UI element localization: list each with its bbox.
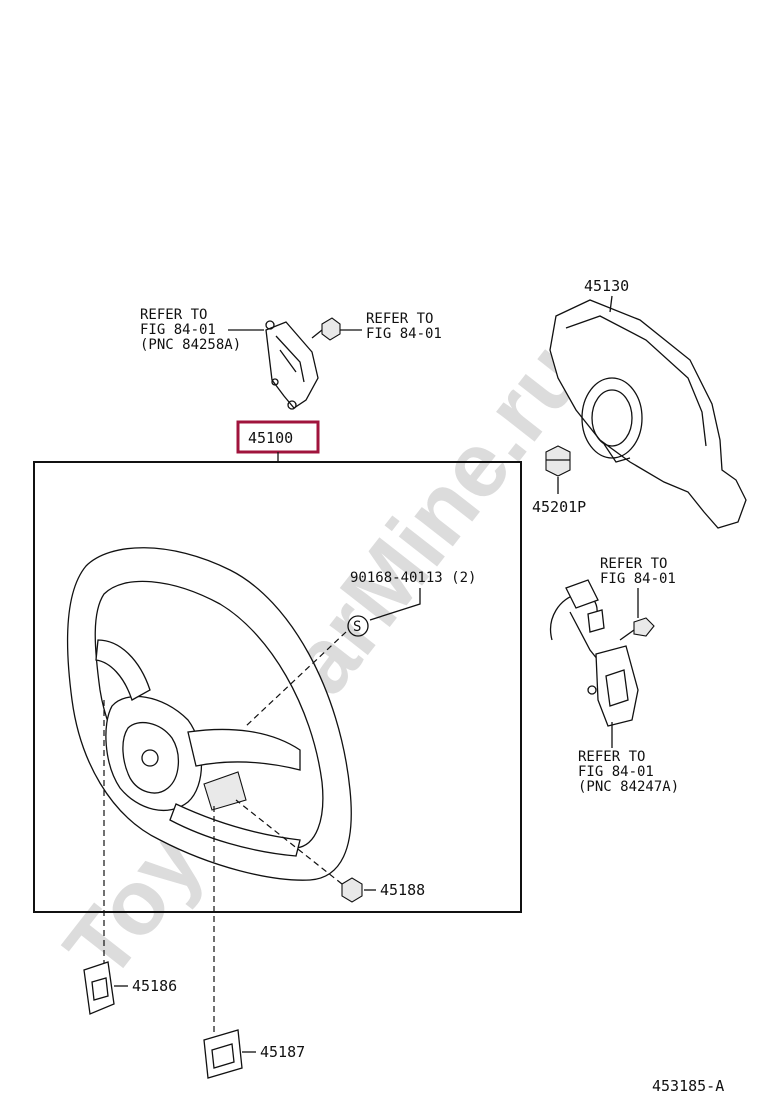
assembly-box bbox=[33, 461, 522, 913]
bolt-45188-drawing bbox=[341, 877, 376, 903]
assembly-part-number: 45100 bbox=[248, 429, 293, 447]
bolt-part-number: 45188 bbox=[380, 881, 425, 899]
screw-symbol: S bbox=[353, 619, 361, 635]
right-bolt-ref: REFER TO FIG 84-01 bbox=[600, 556, 676, 641]
screw-symbol-circle bbox=[347, 615, 369, 637]
top-bolt-drawing bbox=[311, 317, 362, 341]
ref-line-2: FIG 84-01 bbox=[600, 571, 676, 587]
left-switch-drawing bbox=[265, 320, 319, 410]
cover-left-part-number: 45186 bbox=[132, 977, 177, 995]
ref-line-1: REFER TO bbox=[140, 307, 207, 323]
right-switch-drawing bbox=[550, 579, 639, 727]
airbag-drawing bbox=[549, 299, 747, 529]
right-switch-ref: REFER TO FIG 84-01 (PNC 84247A) bbox=[578, 722, 679, 795]
ref-line-1: REFER TO bbox=[578, 749, 645, 765]
screw-part-number: 90168-40113 (2) bbox=[350, 570, 476, 586]
cover-45187-drawing bbox=[203, 1029, 243, 1079]
figure-id: 453185-A bbox=[652, 1077, 724, 1095]
ref-line-2: FIG 84-01 bbox=[366, 326, 442, 342]
ref-line-3: (PNC 84247A) bbox=[578, 779, 679, 795]
cover-right-part-number: 45187 bbox=[260, 1043, 305, 1061]
nut-drawing bbox=[545, 445, 571, 494]
left-switch-ref: REFER TO FIG 84-01 (PNC 84258A) bbox=[140, 307, 264, 353]
ref-line-3: (PNC 84258A) bbox=[140, 337, 241, 353]
steering-wheel-drawing bbox=[66, 547, 352, 881]
ref-line-2: FIG 84-01 bbox=[140, 322, 216, 338]
ref-line-2: FIG 84-01 bbox=[578, 764, 654, 780]
ref-line-1: REFER TO bbox=[600, 556, 667, 572]
ref-line-1: REFER TO bbox=[366, 311, 433, 327]
cover-45186-drawing bbox=[83, 961, 115, 1015]
assembly-highlight-box bbox=[236, 420, 320, 454]
top-bolt-ref: REFER TO FIG 84-01 bbox=[366, 311, 442, 342]
nut-part-number: 45201P bbox=[532, 498, 586, 516]
airbag-part-number: 45130 bbox=[584, 277, 629, 295]
